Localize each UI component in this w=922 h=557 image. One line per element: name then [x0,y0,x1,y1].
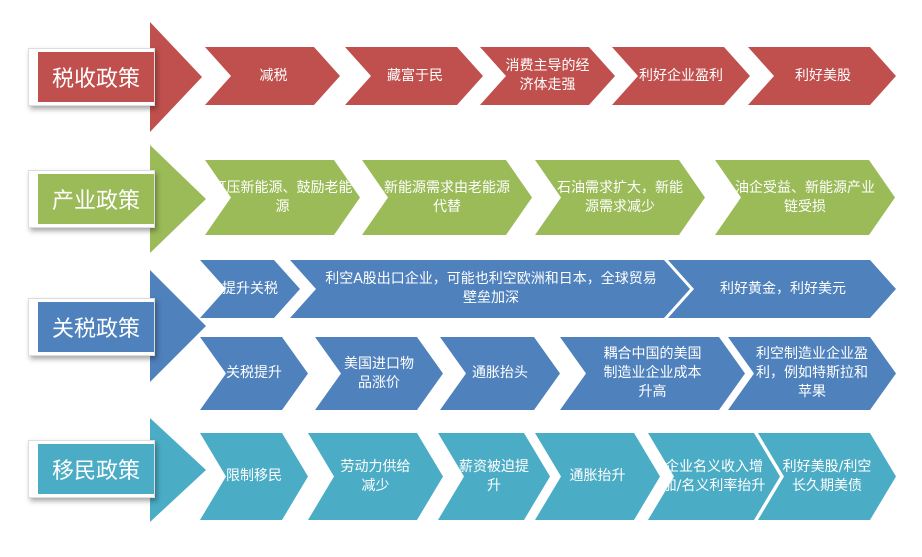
policy-label: 关税政策 [28,298,155,356]
chevron-step-text: 打压新能源、鼓励老能源 [212,179,353,215]
chevron-step-text: 石油需求扩大，新能源需求减少 [557,179,683,215]
chevron-step-text: 利好美股 [795,67,851,84]
chevron-step-text: 减税 [259,67,288,84]
policy-label: 产业政策 [28,170,155,228]
chevron-step-text: 消费主导的经济体走强 [505,58,590,93]
policy-label-text: 产业政策 [35,174,154,224]
chevron-step: 耦合中国的美国制造业企业成本升高 [560,337,745,410]
chevron-step: 薪资被迫提升 [438,433,550,520]
chevron-step: 石油需求扩大，新能源需求减少 [535,160,705,235]
chevron-step: 利好黄金，利好美元 [668,260,896,318]
policy-label-text: 税收政策 [35,52,154,102]
policy-label-text: 关税政策 [35,302,154,352]
chevron-step: 通胀抬升 [535,433,660,520]
chevron-step-text: 薪资被迫提升 [459,458,529,494]
chevron-step: 减税 [205,47,340,105]
chevron-step: 油企受益、新能源产业链受损 [715,160,895,235]
chevron-step-text: 耦合中国的美国制造业企业成本升高 [603,346,702,400]
chevron-step-text: 利好美股/利空长久期美债 [782,458,872,494]
big-arrow-head [150,270,206,382]
chevron-step: 关税提升 [200,337,308,410]
chevron-step: 利好美股/利空长久期美债 [758,433,896,520]
chevron-step-text: 企业名义收入增加/名义利率抬升 [662,458,766,494]
chevron-step-text: 关税提升 [226,365,282,381]
chevron-step: 利空制造业企业盈利，例如特斯拉和苹果 [728,337,896,410]
chevron-step: 消费主导的经济体走强 [480,47,615,105]
chevron-step: 利空A股出口企业，可能也利空欧洲和日本，全球贸易壁垒加深 [290,260,690,318]
chevron-step-text: 利好黄金，利好美元 [720,280,846,297]
policy-label: 移民政策 [28,440,155,498]
chevron-step-text: 提升关税 [222,280,278,297]
big-arrow-head [150,145,206,253]
chevron-step: 劳动力供给减少 [308,433,443,520]
chevron-step: 美国进口物品涨价 [315,337,443,410]
chevron-step-text: 限制移民 [226,468,282,484]
chevron-step-text: 劳动力供给减少 [340,458,411,494]
chevron-step: 藏富于民 [345,47,483,105]
chevron-step-text: 藏富于民 [387,67,443,84]
chevron-step: 利好企业盈利 [612,47,750,105]
chevron-step-text: 利好企业盈利 [639,67,723,84]
chevron-step: 通胀抬头 [440,337,560,410]
chevron-step: 提升关税 [200,260,300,318]
chevron-step-text: 新能源需求由老能源代替 [384,179,510,215]
chevron-step-text: 利空制造业企业盈利，例如特斯拉和苹果 [756,346,868,400]
chevron-step: 利好美股 [748,47,896,105]
policy-label: 税收政策 [28,48,155,106]
chevron-step: 新能源需求由老能源代替 [362,160,532,235]
chevron-step: 限制移民 [200,433,308,520]
chevron-step-text: 通胀抬头 [472,365,528,381]
policy-label-text: 移民政策 [35,444,154,494]
chevron-step: 打压新能源、鼓励老能源 [205,160,360,235]
chevron-step: 企业名义收入增加/名义利率抬升 [648,433,780,520]
big-arrow-head [150,418,206,522]
chevron-step-text: 利空A股出口企业，可能也利空欧洲和日本，全球贸易壁垒加深 [325,271,657,306]
chevron-step-text: 美国进口物品涨价 [344,355,414,391]
chevron-step-text: 通胀抬升 [569,468,626,484]
big-arrow-head [150,22,202,132]
chevron-step-text: 油企受益、新能源产业链受损 [735,179,875,215]
